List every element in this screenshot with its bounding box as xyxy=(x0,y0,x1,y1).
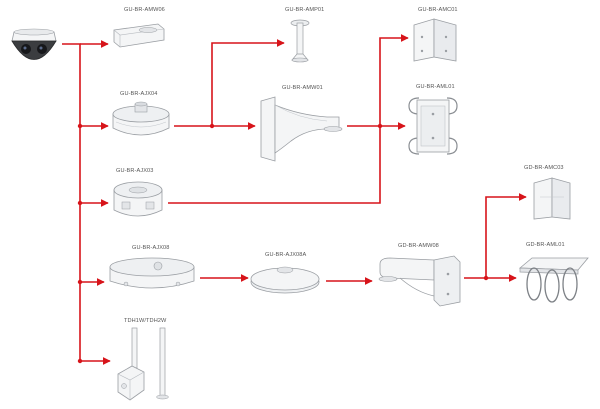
junction-box-square-icon xyxy=(108,176,168,224)
part-label-ajx08: GU-BR-AJX08 xyxy=(132,245,170,251)
junction-box-oval-icon xyxy=(104,255,200,295)
part-label-aml01: GU-BR-AML01 xyxy=(416,84,455,90)
wire-to-amc03 xyxy=(485,193,527,278)
part-label-tdh: TDH1W/TDH2W xyxy=(124,318,167,324)
part-label-amc03: GD-BR-AMC03 xyxy=(524,165,564,171)
part-label-amw06: GU-BR-AMW06 xyxy=(124,7,165,13)
wall-arm-bracket-icon xyxy=(255,95,347,165)
part-label-amc01: GU-BR-AMC01 xyxy=(418,7,458,13)
pendant-pole-icon xyxy=(288,18,312,64)
wire-ajx03-to-aml01 xyxy=(168,126,381,204)
ceiling-pendant-icon xyxy=(110,326,182,404)
pole-clamp-icon xyxy=(516,252,592,304)
corner-mount-icon xyxy=(410,15,460,63)
wire-camera-trunk xyxy=(62,43,81,361)
junction-dot xyxy=(77,123,83,129)
junction-dot xyxy=(209,123,215,129)
junction-dot xyxy=(77,358,83,364)
wire-to-amp01 xyxy=(211,39,285,126)
dome-camera-icon xyxy=(5,20,63,64)
junction-dot xyxy=(77,200,83,206)
adapter-plate-icon xyxy=(248,262,322,296)
part-label-aml01b: GD-BR-AML01 xyxy=(526,242,565,248)
part-label-amp01: GU-BR-AMP01 xyxy=(285,7,325,13)
part-label-amw01: GU-BR-AMW01 xyxy=(282,85,323,91)
part-label-ajx03: GU-BR-AJX03 xyxy=(116,168,154,174)
junction-dot xyxy=(483,275,489,281)
wire-to-amc01 xyxy=(379,34,409,126)
wall-mount-plate-icon xyxy=(108,20,168,52)
corner-mount-icon xyxy=(530,175,574,221)
part-label-ajx08a: GU-BR-AJX08A xyxy=(265,252,307,258)
junction-box-round-icon xyxy=(108,100,174,142)
pole-mount-adapter-icon xyxy=(405,94,461,156)
junction-dot xyxy=(377,123,383,129)
part-label-amw08: GD-BR-AMW08 xyxy=(398,243,439,249)
wall-mount-bracket-icon xyxy=(376,252,464,308)
part-label-ajx04: GU-BR-AJX04 xyxy=(120,91,158,97)
junction-dot xyxy=(77,279,83,285)
